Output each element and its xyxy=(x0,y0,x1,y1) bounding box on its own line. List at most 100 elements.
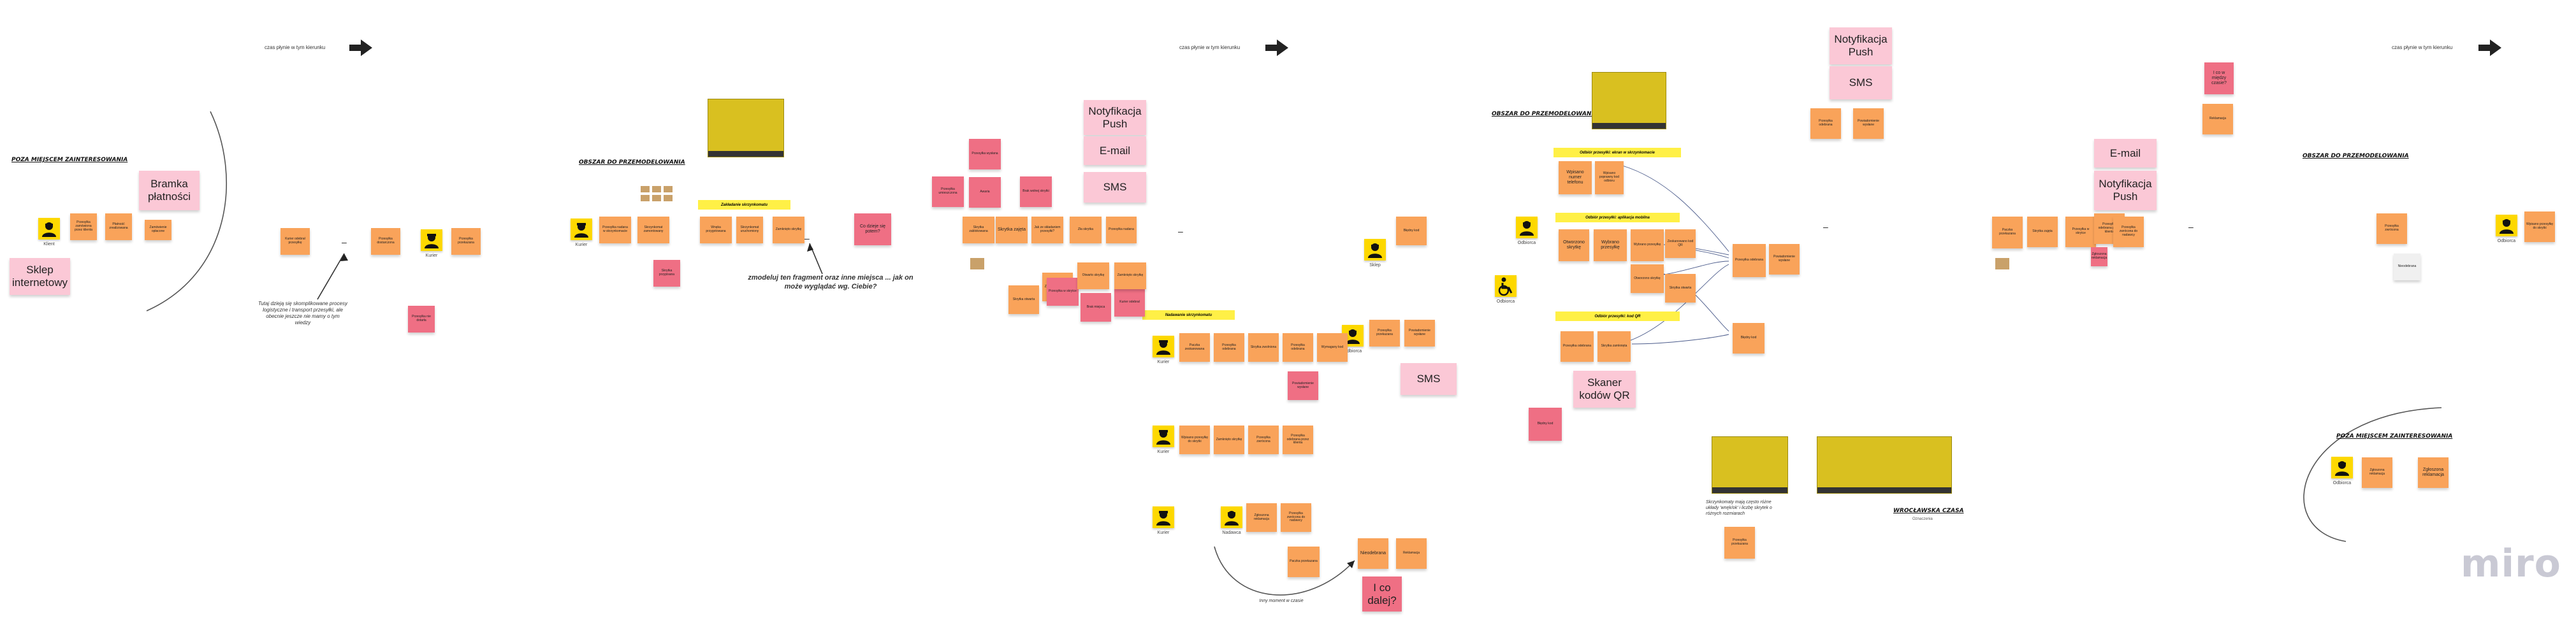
sticky-i6[interactable]: Przesyłka zwrócona do nadawcy xyxy=(1281,503,1311,532)
sticky-b1[interactable]: Kurier odebrał przesyłkę xyxy=(280,228,310,255)
sticky-d10[interactable]: Zła skrytka xyxy=(1070,217,1102,243)
sticky-i3b[interactable]: Przesyłka zwrócona xyxy=(2376,213,2407,244)
sticky-i5b[interactable]: Zgłoszona reklamacja xyxy=(2091,247,2107,266)
note-email-1[interactable]: E-mail xyxy=(1084,136,1146,165)
sticky-i9[interactable]: Reklamacja xyxy=(1396,538,1427,569)
sticky-i1[interactable]: Wpisano przesyłkę do skrytki xyxy=(1179,426,1210,454)
caption-sklep: Sklep xyxy=(1369,263,1381,268)
sticky-h8[interactable]: Skrytka otwarta xyxy=(1665,274,1696,303)
note-email-2[interactable]: E-mail xyxy=(2094,139,2157,168)
sticky-d3[interactable]: Przesyłka umieszczona xyxy=(932,176,964,207)
sticky-f1[interactable]: Kurier odebrał xyxy=(1114,288,1145,317)
sticky-h9[interactable]: Przesyłka odebrana xyxy=(1561,331,1594,362)
sticky-d8[interactable]: Skrytka zajęta xyxy=(996,217,1028,243)
sample-label: Oznaczenia xyxy=(1912,517,1933,521)
sticky-g4[interactable]: Przesyłka odebrana xyxy=(1283,333,1313,362)
sticky-f2[interactable]: Otwarto skrytkę xyxy=(1077,262,1109,289)
time-arrow-3-shape xyxy=(2478,39,2501,56)
sticky-i5c[interactable]: Zgłoszona reklamacja xyxy=(2362,457,2392,488)
sticky-g2[interactable]: Przesyłka odebrana xyxy=(1214,333,1244,362)
sticky-g6[interactable]: Powiadomienie wysłane xyxy=(1288,371,1318,400)
note-notyfikacja-push-3[interactable]: Notyfikacja Push xyxy=(2094,171,2157,210)
note-sms-2[interactable]: SMS xyxy=(1401,363,1457,395)
sticky-f3[interactable]: Zamknięto skrytkę xyxy=(1114,262,1146,289)
caption-odbiorca-1: Odbiorca xyxy=(1343,349,1362,354)
sticky-d6[interactable]: Brak wolnej skrytki xyxy=(1020,176,1052,207)
sticky-h3[interactable]: Otworzono skrytkę xyxy=(1559,229,1589,261)
sticky-e4b[interactable]: Przesyłka w skrytce xyxy=(2065,217,2096,247)
boundary-curve-2 xyxy=(2303,407,2442,542)
sticky-i5[interactable]: Zgłoszona reklamacja xyxy=(1246,503,1277,532)
note-notyfikacja-push-2[interactable]: Notyfikacja Push xyxy=(1830,27,1892,64)
note-i-co-w-miedzyczasie[interactable]: I co w między czasie? xyxy=(2204,62,2234,94)
sticky-d1[interactable]: Skrzynkomat uruchomiony xyxy=(736,217,763,243)
sticky-h2[interactable]: Wpisano poprawny kod odbioru xyxy=(1595,161,1624,194)
sticky-h7[interactable]: Zeskanowano kod QR xyxy=(1665,229,1696,258)
sticky-d5[interactable]: Awaria xyxy=(969,177,1001,208)
sticky-h4[interactable]: Wybrano przesyłkę xyxy=(1594,229,1627,261)
sticky-c4[interactable]: Wnęka przygotowana xyxy=(700,217,732,243)
boundary-curve-1 xyxy=(146,111,227,311)
sticky-e2[interactable]: Skrytka otwarta xyxy=(1008,285,1039,314)
avatar-sklep xyxy=(1364,239,1386,261)
sticky-d4[interactable]: Przesyłka wysłana xyxy=(969,139,1001,169)
sticky-h13[interactable]: Błędny kod xyxy=(1396,217,1427,245)
note-sms-3[interactable]: SMS xyxy=(1830,66,1892,99)
sticky-b4[interactable]: Przesyłka nie dotarła xyxy=(408,306,435,333)
sticky-i4[interactable]: Przesyłka odebrana przez klienta xyxy=(1283,426,1313,454)
miro-logo: miro xyxy=(2461,541,2561,586)
sticky-h5[interactable]: Wybrano przesyłkę xyxy=(1631,229,1664,261)
sticky-placeholder[interactable]: Nieodebrana xyxy=(2394,254,2420,280)
sticky-i3[interactable]: Przesyłka zwrócona xyxy=(1248,426,1279,454)
sticky-h1[interactable]: Wpisano numer telefonu xyxy=(1559,161,1592,194)
sticky-i5d[interactable]: Zgłoszona reklamacja xyxy=(2418,457,2449,488)
note-sms-1[interactable]: SMS xyxy=(1084,172,1146,203)
note-sklep-internetowy[interactable]: Sklep internetowy xyxy=(10,258,70,295)
sticky-d8b[interactable]: Skrytka zajęta xyxy=(2027,217,2058,247)
sticky-i1b[interactable]: Wpisano przesyłkę do skrytki xyxy=(2524,211,2555,242)
sticky-i7[interactable]: Paczka przekazana xyxy=(1288,547,1320,577)
sticky-e4[interactable]: Przesyłka w skrytce xyxy=(1047,278,1079,306)
sticky-c2[interactable]: Skrzynkomat zamontowany xyxy=(637,217,669,243)
package-icons xyxy=(641,186,673,210)
sticky-c1[interactable]: Przesyłka nadana w skrzynkomacie xyxy=(599,217,631,243)
sticky-a1[interactable]: Przesyłka zamówiona przez klienta xyxy=(70,213,97,240)
sticky-c3[interactable]: Skrytka przypisana xyxy=(653,260,680,287)
sticky-e6-repl[interactable]: Powiadomienie wysłane xyxy=(1404,320,1435,347)
sticky-g3[interactable]: Skrytka zwolniona xyxy=(1248,333,1279,362)
sticky-i6b[interactable]: Przesyłka zwrócona do nadawcy xyxy=(2113,217,2144,247)
sticky-i9b[interactable]: Reklamacja xyxy=(2202,104,2233,134)
note-notyfikacja-push-1[interactable]: Notyfikacja Push xyxy=(1084,100,1146,135)
sticky-e5[interactable]: Brak miejsca xyxy=(1081,293,1111,322)
sticky-g6b[interactable]: Powiadomienie wysłane xyxy=(1853,108,1884,139)
sticky-g5[interactable]: Wymagany kod xyxy=(1317,333,1348,362)
sticky-h13b[interactable]: Błędny kod xyxy=(1733,323,1765,354)
sticky-h14[interactable]: Przesyłka przekazana xyxy=(1369,320,1400,347)
note-bramka-platnosci[interactable]: Bramka płatności xyxy=(139,171,200,210)
label-odbior-ekran: Odbiór przesyłki: ekran w skrzynkomacie xyxy=(1554,148,1681,157)
sticky-a3[interactable]: Zamówienie opłacone xyxy=(145,220,171,240)
sticky-h12[interactable]: Powiadomienie wysłane xyxy=(1769,244,1800,275)
sticky-i7b[interactable]: Paczka przekazana xyxy=(1992,217,2023,248)
note-i-co-dalej[interactable]: I co dalej? xyxy=(1362,576,1402,612)
package-icon-2 xyxy=(970,258,984,269)
sticky-g4b[interactable]: Przesyłka odebrana xyxy=(1810,108,1841,139)
sticky-h6[interactable]: Otworzono skrytkę xyxy=(1631,264,1664,293)
sticky-i8[interactable]: Nieodebrana xyxy=(1358,538,1388,569)
sticky-g1[interactable]: Paczka zeskanowana xyxy=(1179,333,1210,362)
sticky-e1[interactable]: Przesyłka nadana xyxy=(1106,217,1137,243)
sticky-h14b[interactable]: Przesyłka przekazana xyxy=(1724,527,1755,559)
sticky-h11[interactable]: Przesyłka odebrana xyxy=(1733,244,1766,277)
sticky-d2[interactable]: Zamknięto skrytkę xyxy=(773,217,804,243)
note-skaner-qr[interactable]: Skaner kodów QR xyxy=(1573,371,1636,408)
sticky-d7[interactable]: Skrytka zablokowana xyxy=(963,217,994,243)
sticky-b2[interactable]: Przesyłka dostarczona xyxy=(371,228,400,255)
caption-kurier-3: Kurier xyxy=(1157,360,1170,364)
sticky-a2[interactable]: Płatność zrealizowana xyxy=(105,213,132,240)
sticky-h13c[interactable]: Błędny kod xyxy=(1529,408,1562,441)
sticky-i2[interactable]: Zamknięto skrytkę xyxy=(1214,426,1244,454)
note-co-dzieje-sie-potem[interactable]: Co dzieje się potem? xyxy=(854,213,891,245)
sticky-d9[interactable]: Jak ze składaniem przesyłki? xyxy=(1031,217,1063,243)
sticky-h10[interactable]: Skrytka zamknięta xyxy=(1597,331,1631,362)
sticky-b3[interactable]: Przesyłka przekazana xyxy=(451,228,481,255)
